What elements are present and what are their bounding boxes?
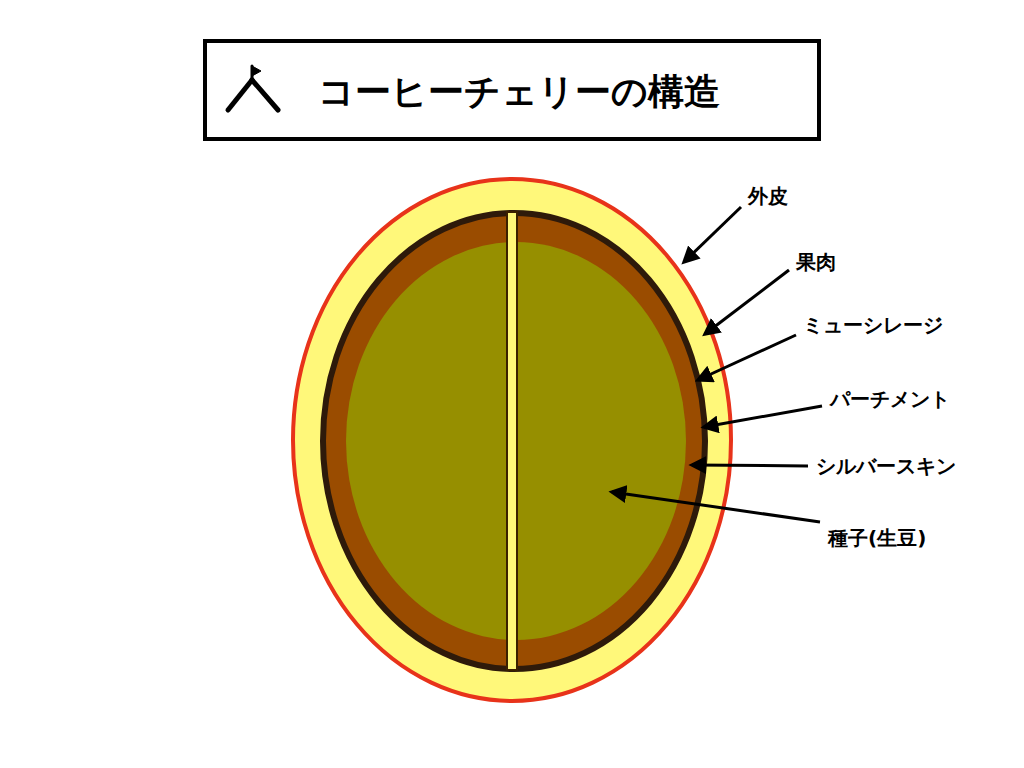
part-label: ミューシレージ bbox=[803, 313, 943, 337]
part-label: パーチメント bbox=[830, 387, 950, 411]
part-label: 果肉 bbox=[796, 250, 836, 274]
leader-arrows bbox=[612, 207, 822, 522]
parchment bbox=[323, 213, 705, 669]
title-frame bbox=[205, 41, 819, 139]
part-label: シルバースキン bbox=[816, 454, 956, 478]
center-cut bbox=[507, 212, 517, 670]
part-label: 外皮 bbox=[748, 184, 788, 208]
part-label: 種子(生豆) bbox=[828, 526, 926, 550]
diagram-title: コーヒーチェリーの構造 bbox=[318, 70, 720, 113]
logo-icon bbox=[228, 66, 278, 110]
outer-skin bbox=[293, 179, 731, 701]
